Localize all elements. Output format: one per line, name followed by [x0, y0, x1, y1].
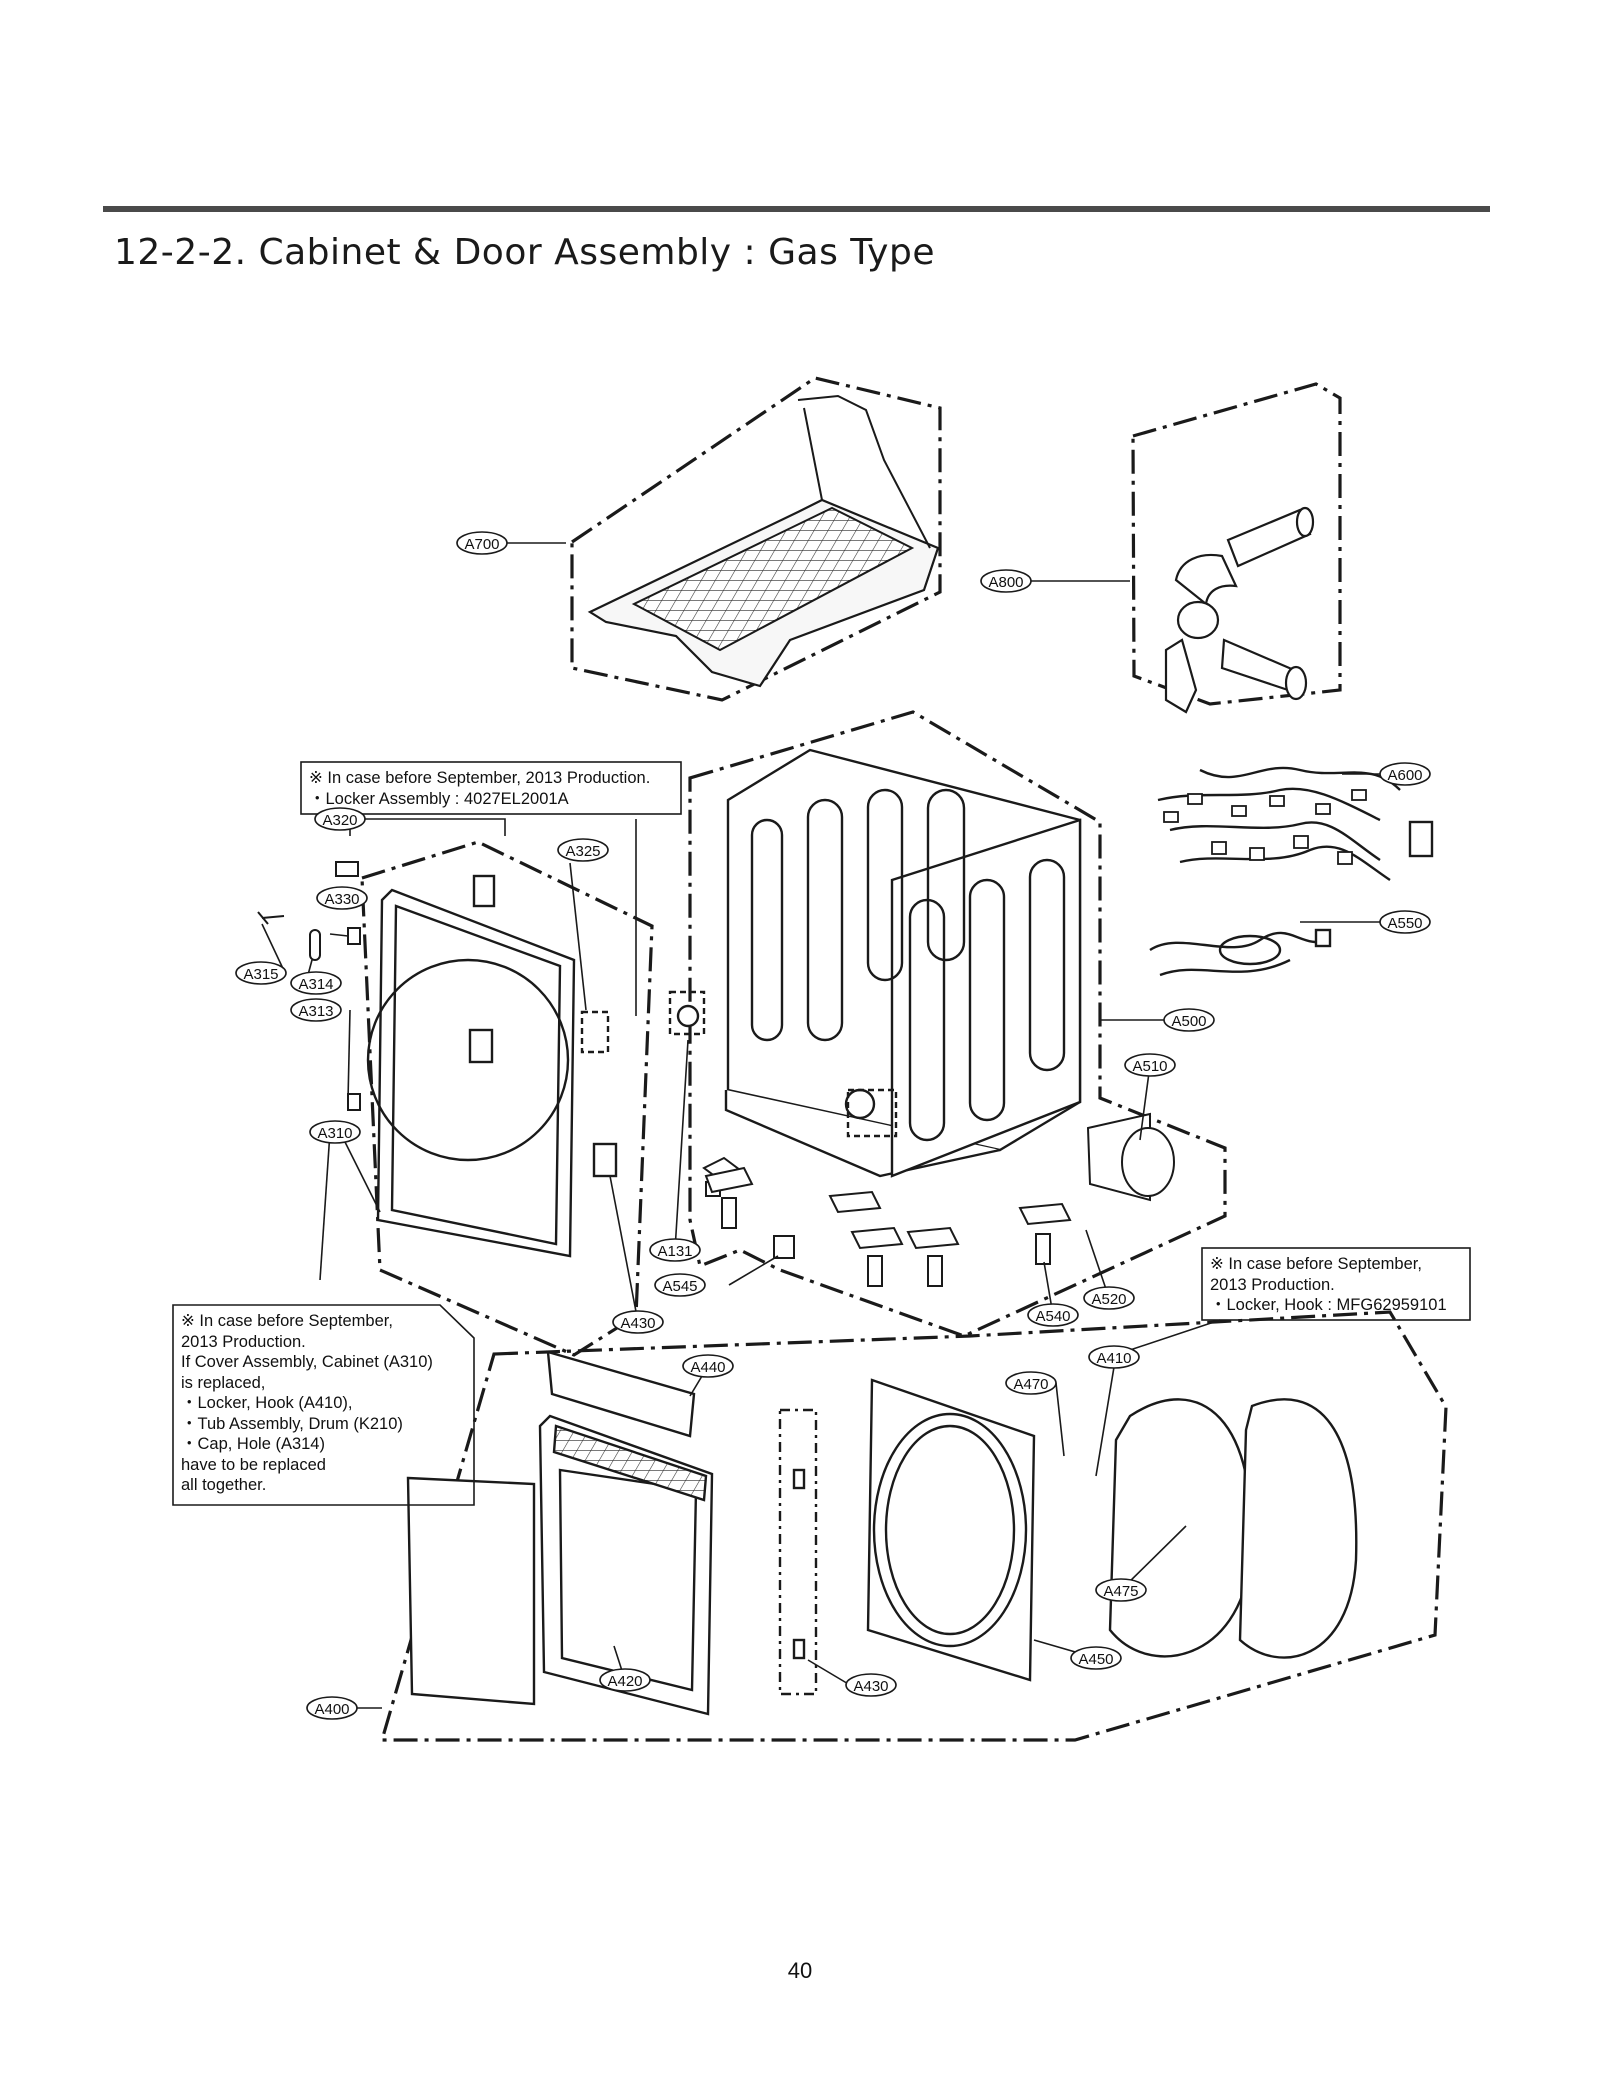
callout-a800: A800	[980, 569, 1032, 593]
svg-text:A450: A450	[1078, 1651, 1113, 1668]
callout-a313: A313	[290, 998, 342, 1022]
exhaust-duct-part	[1164, 506, 1315, 714]
note-frames	[172, 761, 1471, 1506]
callout-a470: A470	[1005, 1371, 1057, 1395]
svg-text:A540: A540	[1035, 1308, 1070, 1325]
callout-a440: A440	[682, 1354, 734, 1378]
callout-a700: A700	[456, 531, 508, 555]
svg-text:A315: A315	[243, 966, 278, 983]
svg-text:A550: A550	[1387, 915, 1422, 932]
callout-a500: A500	[1163, 1008, 1215, 1032]
svg-text:A400: A400	[314, 1701, 349, 1718]
callout-a550: A550	[1379, 910, 1431, 934]
svg-text:A320: A320	[322, 812, 357, 829]
callout-a325: A325	[557, 838, 609, 862]
callout-a310: A310	[309, 1120, 361, 1144]
callout-a330: A330	[316, 886, 368, 910]
callout-a400: A400	[306, 1696, 358, 1720]
callout-a315: A315	[235, 961, 287, 985]
boundary-exhaust	[1131, 382, 1342, 706]
callout-a600: A600	[1379, 762, 1431, 786]
svg-text:A420: A420	[607, 1673, 642, 1690]
callout-a430-door: A430	[845, 1673, 897, 1697]
callout-a314: A314	[290, 971, 342, 995]
boundary-cabinet	[688, 710, 1227, 1338]
svg-text:A475: A475	[1103, 1583, 1138, 1600]
callout-a410: A410	[1088, 1345, 1140, 1369]
callout-a510: A510	[1124, 1053, 1176, 1077]
svg-text:A800: A800	[988, 574, 1023, 591]
svg-text:A430: A430	[620, 1315, 655, 1332]
svg-text:A600: A600	[1387, 767, 1422, 784]
svg-text:A131: A131	[657, 1243, 692, 1260]
svg-text:A325: A325	[565, 843, 600, 860]
callout-a420: A420	[599, 1668, 651, 1692]
callout-a320: A320	[314, 807, 366, 831]
callout-a545: A545	[654, 1273, 706, 1297]
page-title: 12-2-2. Cabinet & Door Assembly : Gas Ty…	[114, 232, 935, 273]
callout-a131: A131	[649, 1238, 701, 1262]
svg-text:A313: A313	[298, 1003, 333, 1020]
header-rule	[103, 206, 1490, 212]
svg-text:A430: A430	[853, 1678, 888, 1695]
svg-text:A410: A410	[1096, 1350, 1131, 1367]
leg-parts	[702, 1112, 1175, 1287]
svg-text:A314: A314	[298, 976, 333, 993]
svg-text:A330: A330	[324, 891, 359, 908]
cabinet-part	[724, 748, 1082, 1178]
callout-a430-cover: A430	[612, 1310, 664, 1334]
page-number: 40	[787, 1958, 813, 1983]
callout-a450: A450	[1070, 1646, 1122, 1670]
boundary-door	[379, 1310, 1448, 1742]
svg-text:A700: A700	[464, 536, 499, 553]
callout-a540: A540	[1027, 1303, 1079, 1327]
svg-text:A440: A440	[690, 1359, 725, 1376]
svg-text:A310: A310	[317, 1125, 352, 1142]
callout-a475: A475	[1095, 1578, 1147, 1602]
svg-text:A510: A510	[1132, 1058, 1167, 1075]
note-locker-hook: ※ In case before September, 2013 Product…	[1210, 1255, 1447, 1314]
top-panel-part	[587, 394, 940, 688]
note-cover-assembly: ※ In case before September, 2013 Product…	[181, 1312, 433, 1494]
svg-text:A520: A520	[1091, 1291, 1126, 1308]
note-locker-assembly: ※ In case before September, 2013 Product…	[309, 769, 651, 808]
svg-text:A470: A470	[1013, 1376, 1048, 1393]
boundary-top-panel	[570, 376, 942, 702]
door-parts	[406, 1350, 1358, 1716]
svg-text:A545: A545	[662, 1278, 697, 1295]
callout-a520: A520	[1083, 1286, 1135, 1310]
svg-text:A500: A500	[1171, 1013, 1206, 1030]
front-cover-part	[366, 874, 706, 1258]
